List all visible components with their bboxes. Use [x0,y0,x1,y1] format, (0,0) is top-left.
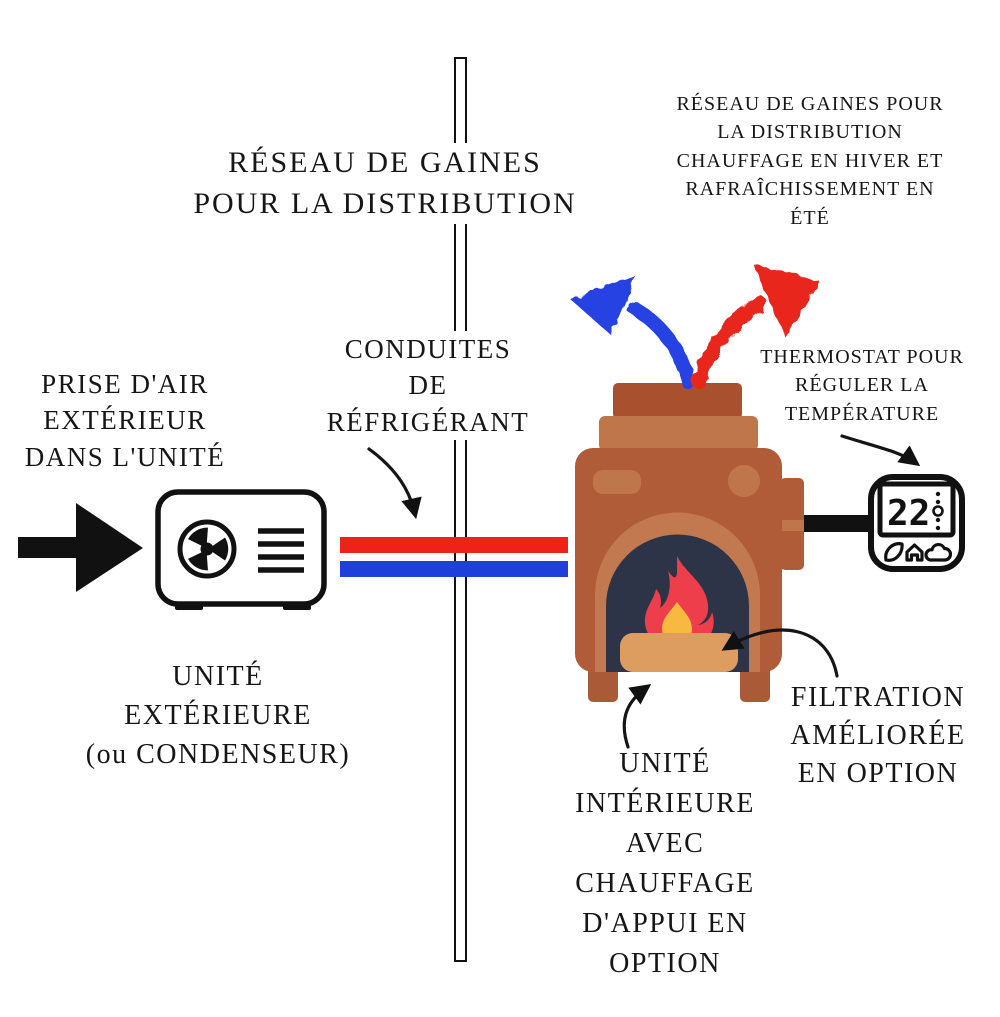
refrigerant-lines-label: CONDUITES DE RÉFRIGÉRANT [300,331,556,441]
duct-network-right-label: RÉSEAU DE GAINES POUR LA DISTRIBUTION CH… [676,93,944,229]
airflow-arrow-icon [18,503,143,592]
cool-air-arrow-icon [570,276,695,389]
duct-network-left-label: RÉSEAU DE GAINES POUR LA DISTRIBUTION [165,143,605,224]
display-dots [932,491,944,531]
thermostat-label: THERMOSTAT POUR RÉGULER LA TEMPÉRATURE [760,346,964,425]
wall-divider [454,57,467,962]
body-vent [593,470,641,494]
cloud-icon [924,542,953,562]
temperature-value: 22 [887,493,930,534]
burner-base [620,633,738,672]
refrigerant-pointer-arrow [367,447,422,520]
refrigerant-pipe-red [340,537,568,553]
thermostat-icon: 22 [868,474,965,572]
indoor-unit-label: UNITÉ INTÉRIEURE AVEC CHAUFFAGE D'APPUI … [575,748,755,980]
home-icon [905,543,924,562]
thermostat-cable [800,515,873,532]
leaf-icon [884,542,904,562]
side-duct-band [780,520,804,531]
fan-icon [177,519,237,579]
vent-grill [258,528,304,573]
body-dial [728,465,760,497]
outdoor-unit-icon [155,489,327,610]
filtration-label: FILTRATION AMÉLIORÉE EN OPTION [790,682,966,789]
furnace-icon [575,383,804,702]
outdoor-unit-label: UNITÉ EXTÉRIEURE (ou CONDENSEUR) [85,661,351,771]
air-intake-label: PRISE D'AIR EXTÉRIEUR DANS L'UNITÉ [24,369,226,472]
chimney [599,383,758,451]
thermostat-pointer-arrow [840,434,921,467]
thermostat-display [877,481,956,538]
refrigerant-pipe-blue [340,561,568,577]
